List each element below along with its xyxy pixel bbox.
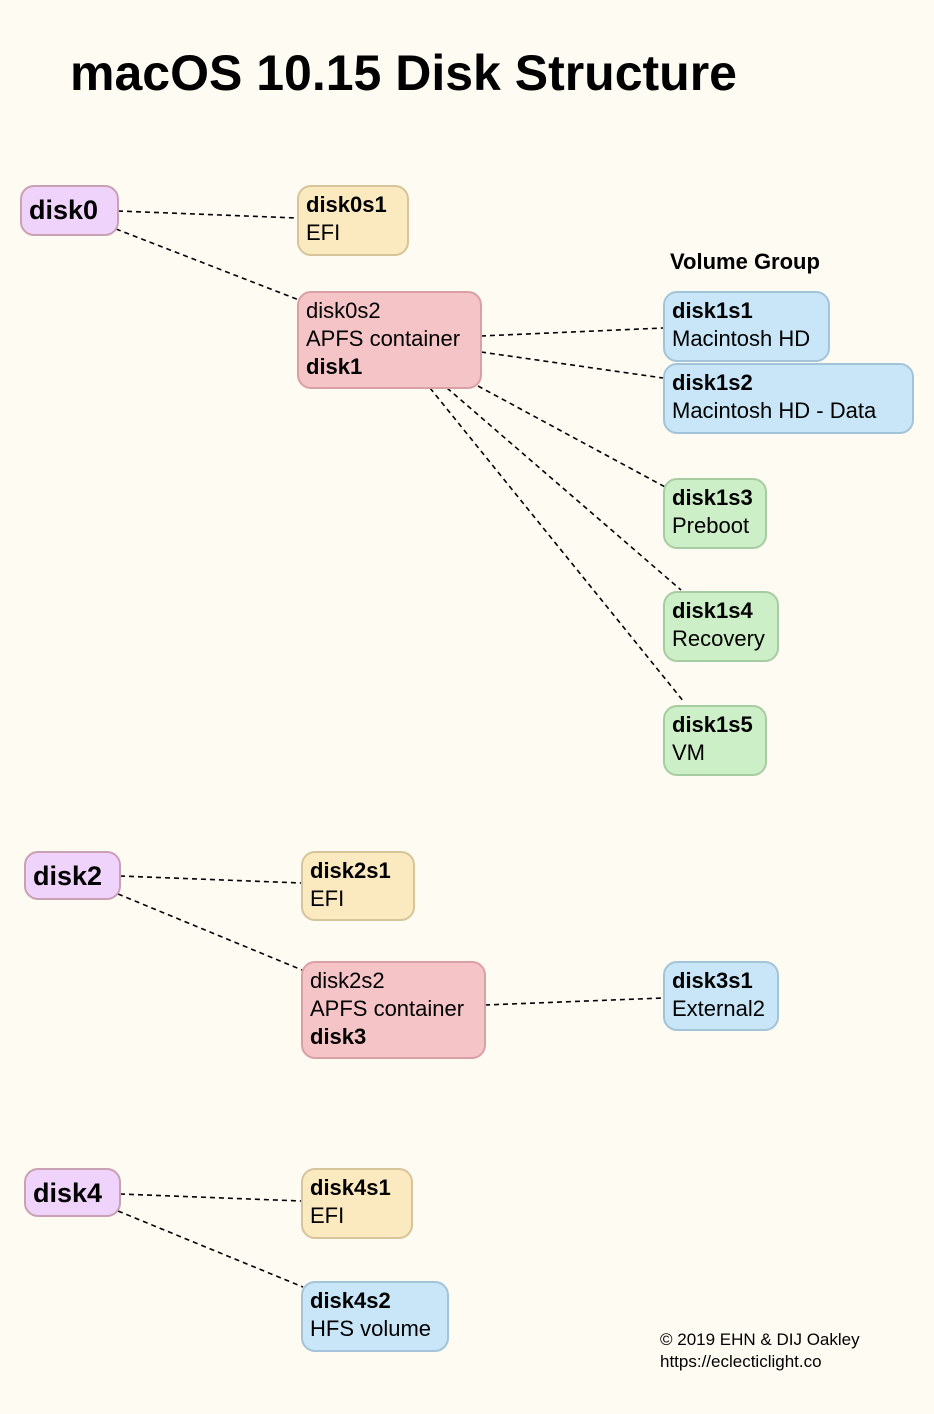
node-disk1s3[interactable]: disk1s3 Preboot xyxy=(663,478,767,549)
node-desc: HFS volume xyxy=(310,1316,432,1341)
node-disk2s2[interactable]: disk2s2 APFS container disk3 xyxy=(301,961,486,1059)
node-disk2s1[interactable]: disk2s1 EFI xyxy=(301,851,415,921)
node-desc: Recovery xyxy=(672,626,765,651)
edge-disk4-disk4s2 xyxy=(117,1210,304,1288)
node-desc: VM xyxy=(672,740,705,765)
node-disk1s5[interactable]: disk1s5 VM xyxy=(663,705,767,776)
edge-disk2-disk2s2 xyxy=(117,893,303,971)
edge-disk0-disk0s2 xyxy=(115,228,300,301)
footer: © 2019 EHN & DIJ Oakley https://eclectic… xyxy=(660,1329,860,1373)
node-disk4s1[interactable]: disk4s1 EFI xyxy=(301,1168,413,1239)
node-id: disk4s2 xyxy=(310,1288,391,1313)
node-desc: EFI xyxy=(306,220,341,245)
node-id: disk0 xyxy=(29,195,99,225)
edge-disk0s2-disk1s2 xyxy=(480,351,664,379)
edge-disk0s2-disk1s3 xyxy=(477,385,668,489)
node-desc: EFI xyxy=(310,886,345,911)
node-desc: EFI xyxy=(310,1203,345,1228)
node-id: disk4s1 xyxy=(310,1175,391,1200)
node-id: disk1s3 xyxy=(672,485,753,510)
node-id: disk2 xyxy=(33,861,103,891)
node-id: disk3s1 xyxy=(672,968,753,993)
node-disk4s2[interactable]: disk4s2 HFS volume xyxy=(301,1281,449,1352)
node-disk2[interactable]: disk2 xyxy=(24,851,121,900)
edge-disk0s2-disk1s1 xyxy=(480,327,664,337)
website-link[interactable]: https://eclecticlight.co xyxy=(660,1352,822,1371)
node-disk4[interactable]: disk4 xyxy=(24,1168,121,1217)
edge-disk0s2-disk1s5 xyxy=(429,387,685,703)
copyright-text: © 2019 EHN & DIJ Oakley xyxy=(660,1330,860,1349)
node-id: disk0s1 xyxy=(306,192,387,217)
node-desc: External2 xyxy=(672,996,765,1021)
edge-disk0-disk0s1 xyxy=(117,210,298,219)
node-id: disk1s5 xyxy=(672,712,753,737)
node-id: disk0s2 xyxy=(306,298,381,323)
node-desc: APFS container xyxy=(306,326,461,351)
edge-disk0s2-disk1s4 xyxy=(446,387,682,591)
node-disk1s2[interactable]: disk1s2 Macintosh HD - Data xyxy=(663,363,914,434)
edge-disk4-disk4s1 xyxy=(119,1193,302,1202)
node-id: disk1s4 xyxy=(672,598,753,623)
node-id: disk4 xyxy=(33,1178,103,1208)
node-desc: Macintosh HD xyxy=(672,326,811,351)
edge-disk2-disk2s1 xyxy=(119,875,302,884)
node-id: disk2s1 xyxy=(310,858,391,883)
diagram-title: macOS 10.15 Disk Structure xyxy=(70,45,737,101)
volume-group-label: Volume Group xyxy=(670,249,820,274)
node-disk1s1[interactable]: disk1s1 Macintosh HD xyxy=(663,291,830,362)
node-disk0s1[interactable]: disk0s1 EFI xyxy=(297,185,409,256)
node-id: disk1s2 xyxy=(672,370,753,395)
node-desc: Preboot xyxy=(672,513,750,538)
node-id: disk2s2 xyxy=(310,968,385,993)
container-disk: disk3 xyxy=(310,1024,367,1049)
node-disk0s2[interactable]: disk0s2 APFS container disk1 xyxy=(297,291,482,389)
node-id: disk1s1 xyxy=(672,298,753,323)
node-desc: APFS container xyxy=(310,996,465,1021)
node-disk1s4[interactable]: disk1s4 Recovery xyxy=(663,591,779,662)
node-disk0[interactable]: disk0 xyxy=(20,185,119,236)
container-disk: disk1 xyxy=(306,354,363,379)
node-disk3s1[interactable]: disk3s1 External2 xyxy=(663,961,779,1031)
edge-disk2s2-disk3s1 xyxy=(484,997,664,1006)
node-desc: Macintosh HD - Data xyxy=(672,398,877,423)
